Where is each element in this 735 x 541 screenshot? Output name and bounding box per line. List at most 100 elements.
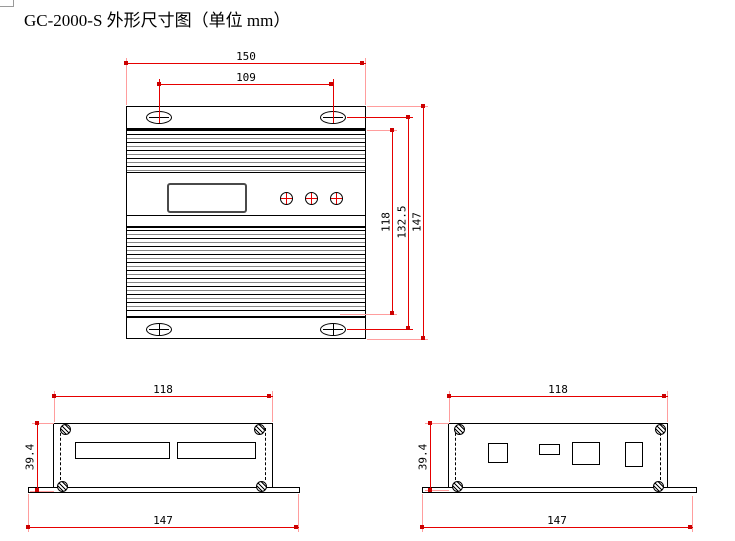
display-window [167,183,247,213]
panel-button-icon [305,192,318,205]
extension-line [367,339,428,340]
dimension-arrow-icon [662,394,666,398]
dimension-label: 150 [234,50,258,63]
dimension-arrow-icon [406,115,410,119]
upper-fins-bottom-line [127,172,365,173]
dimension-line [37,423,38,492]
screw-head-icon [254,424,265,435]
dimension-line [422,527,693,528]
upper-heatsink-fins [127,134,365,172]
screw-head-icon [653,481,664,492]
extension-line [347,117,413,118]
screw-head-icon [655,424,666,435]
base-plate [28,487,300,493]
extension-line [333,79,334,123]
dimension-arrow-icon [390,128,394,132]
lower-heatsink-fins [127,230,365,314]
dimension-label: 39.4 [416,443,430,471]
panel-button-icon [330,192,343,205]
dimension-line [449,396,668,397]
corner-frame-artifact [0,0,14,7]
screw-head-icon [256,481,267,492]
dimension-arrow-icon [688,525,692,529]
extension-line [422,494,423,532]
dimension-arrow-icon [329,82,333,86]
side-fin-profile [455,428,456,480]
vent-slot [177,442,256,459]
extension-line [298,494,299,532]
dimension-line [126,63,366,64]
side-fin-profile [660,428,661,480]
dimension-arrow-icon [124,61,128,65]
dimension-arrow-icon [26,525,30,529]
dimension-label: 147 [151,514,175,527]
dimension-arrow-icon [35,421,39,425]
extension-line [126,58,127,105]
extension-line [32,423,54,424]
dimension-arrow-icon [390,311,394,315]
dimension-line [408,117,409,329]
mounting-hole-centerline [333,324,334,335]
dimension-arrow-icon [35,488,39,492]
extension-line [667,391,668,422]
dimension-label: 147 [545,514,569,527]
screw-head-icon [60,424,71,435]
dimension-arrow-icon [421,336,425,340]
dimension-arrow-icon [294,525,298,529]
screw-head-icon [454,424,465,435]
extension-line [449,391,450,422]
connector-port [572,442,600,465]
dimension-arrow-icon [406,326,410,330]
dimension-label: 118 [546,383,570,396]
extension-line [272,391,273,422]
extension-line [340,314,397,315]
dimension-arrow-icon [447,394,451,398]
extension-line [425,490,449,491]
page-title: GC-2000-S 外形尺寸图（单位 mm） [24,11,291,30]
side-fin-profile [60,428,61,480]
top-flange-separator-line [126,128,366,131]
bottom-flange-separator-line [126,316,366,318]
extension-line [28,494,29,532]
dimension-arrow-icon [428,421,432,425]
extension-line [347,329,413,330]
panel-band-bottom-line [127,215,365,216]
dimension-label: 118 [151,383,175,396]
dimension-line [423,106,424,339]
dimension-arrow-icon [52,394,56,398]
dimension-line [159,84,334,85]
dimension-label: 109 [234,71,258,84]
dimension-line [392,130,393,314]
dimension-line [430,423,431,492]
base-plate [422,487,697,493]
dimension-arrow-icon [157,82,161,86]
dimension-arrow-icon [421,104,425,108]
side-fin-profile [265,428,266,480]
mounting-hole-centerline [159,324,160,335]
lower-fins-top-line [127,226,365,228]
extension-line [367,130,397,131]
dimension-arrow-icon [267,394,271,398]
dimension-arrow-icon [360,61,364,65]
dimension-line [28,527,299,528]
screw-head-icon [57,481,68,492]
connector-port [488,443,508,463]
extension-line [365,58,366,105]
vent-slot [75,442,170,459]
connector-port [625,442,643,467]
extension-line [54,391,55,422]
extension-line [425,423,449,424]
dimension-arrow-icon [420,525,424,529]
extension-line [692,496,693,532]
screw-head-icon [452,481,463,492]
connector-port [539,444,560,455]
extension-line [367,106,428,107]
extension-line [30,491,54,492]
dimension-line [54,396,273,397]
dimension-arrow-icon [428,488,432,492]
panel-button-icon [280,192,293,205]
